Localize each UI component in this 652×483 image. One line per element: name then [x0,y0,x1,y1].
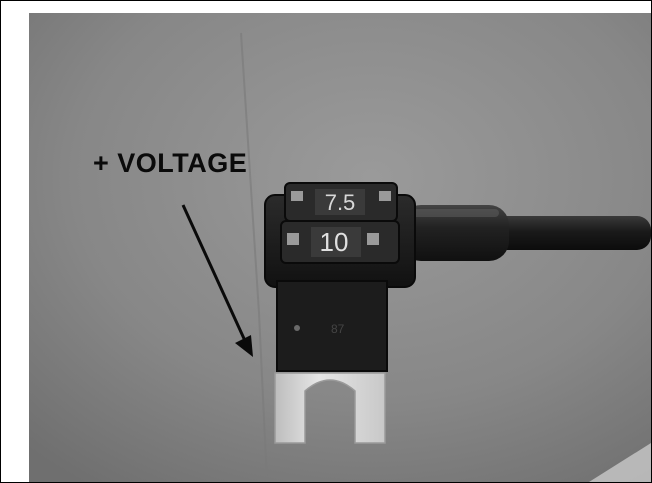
blade-terminal [274,372,386,444]
add-a-circuit-fuse-tap-photo: 7.5 10 87 [29,13,651,482]
arrow-line [181,204,248,344]
wire-sleeve [401,205,509,261]
photo: 7.5 10 87 [29,13,651,482]
voltage-label: + VOLTAGE [93,148,248,178]
upper-fuse-rating: 7.5 [325,190,356,215]
svg-text:87: 87 [331,322,345,336]
lower-fuse-rating: 10 [320,227,349,257]
arrow-head [235,335,253,357]
wire [469,216,651,250]
